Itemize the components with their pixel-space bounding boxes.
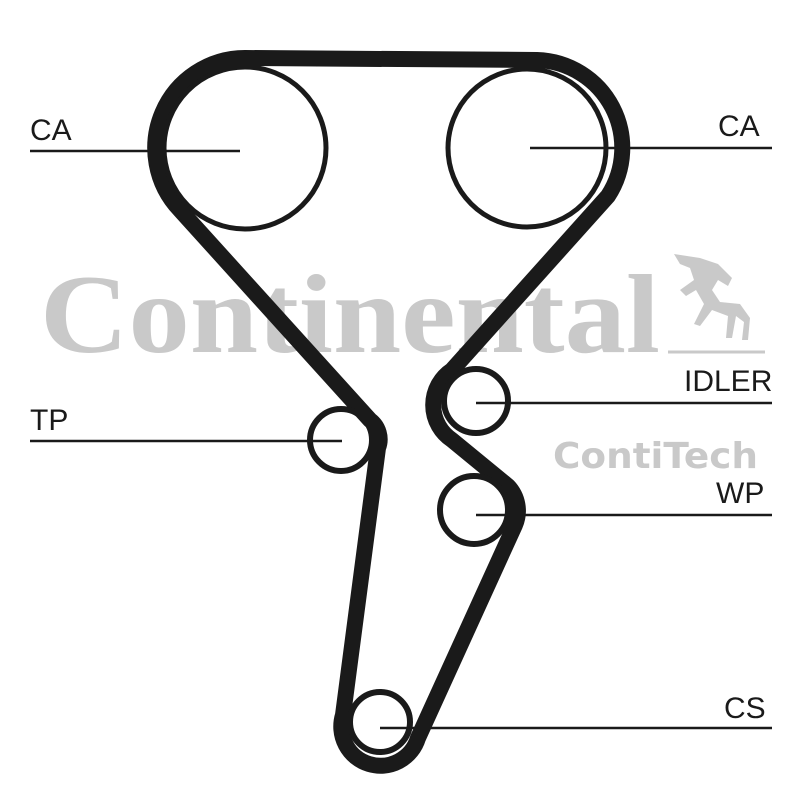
leader-lines — [30, 146, 772, 730]
timing-belt — [147, 50, 631, 774]
label-tp: TP — [30, 404, 68, 437]
water-pump-pulley — [437, 473, 511, 547]
label-ca-right: CA — [718, 110, 760, 143]
label-cs: CS — [724, 692, 766, 725]
label-idler: IDLER — [684, 365, 772, 398]
crankshaft-pulley — [347, 689, 413, 755]
idler-pulley — [441, 366, 511, 436]
label-ca-left: CA — [30, 114, 72, 147]
label-wp: WP — [716, 477, 764, 510]
camshaft-pulley-left — [161, 64, 329, 232]
continental-logo-text: Continental — [40, 253, 660, 377]
horse-logo-icon — [674, 254, 750, 340]
watermark: Continental ContiTech — [40, 253, 765, 477]
contitech-logo-text: ContiTech — [553, 436, 758, 477]
